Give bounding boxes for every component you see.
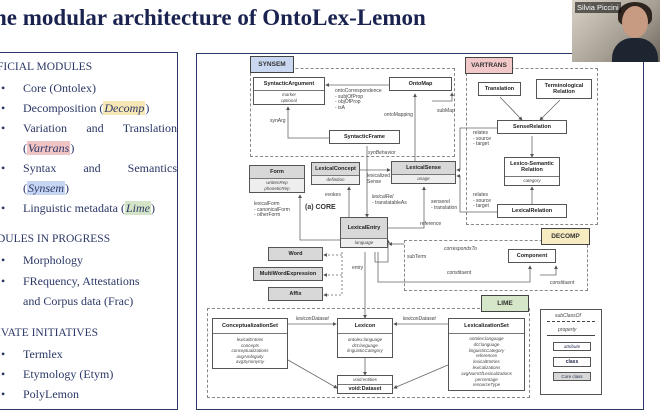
class-terminological-relation: Terminological Relation <box>536 79 592 99</box>
class-affix: Affix <box>268 287 323 301</box>
lime-area <box>207 308 530 398</box>
class-onto-map: OntoMap <box>389 77 452 91</box>
decomp-module-label: DECOMP <box>541 228 590 245</box>
core-module-label: (a) CORE <box>305 204 336 211</box>
edge-label-corresponds-to: correspondsTo <box>444 246 477 252</box>
edge-label-relates-lexical: relates- source- target <box>473 192 492 209</box>
class-component: Component <box>508 249 556 263</box>
class-translation: Translation <box>478 82 521 96</box>
synsem-area <box>250 68 455 157</box>
edge-label-syn-behavior: synBehavior <box>368 150 396 156</box>
edge-label-entry: entry <box>352 265 364 271</box>
edge-label-evokes: evokes <box>325 192 341 198</box>
edge-label-sub-term: subTerm <box>407 254 427 260</box>
participant-name: Silvia Piccini <box>575 2 621 13</box>
decomp-area <box>404 240 588 291</box>
synsem-module-label: SYNSEM <box>250 56 294 73</box>
webcam-video: Silvia Piccini <box>572 0 660 62</box>
edge-label-constituent-self: constituent <box>550 280 575 286</box>
class-word: Word <box>268 247 323 261</box>
class-sense-relation: SenseRelation <box>497 120 567 134</box>
edge-label-sub-map: subMap <box>437 108 455 114</box>
slide-title: he modular architecture of OntoLex-Lemon <box>0 5 426 30</box>
class-syntactic-frame: SyntacticFrame <box>329 130 400 144</box>
edge-label-reference: reference <box>420 221 442 227</box>
vartrans-module-label: VARTRANS <box>465 57 513 74</box>
class-lexical-relation: LexicalRelation <box>497 204 567 218</box>
diagram-panel <box>196 53 644 410</box>
class-multi-word-expression: MultiWordExpression <box>253 267 323 281</box>
official-modules-heading: FICIAL MODULES <box>0 61 93 73</box>
edge-label-constituent: constituent <box>447 270 472 276</box>
edge-label-lexical-form: lexicalForm- canonicalForm- otherForm <box>254 201 290 218</box>
edge-label-lexicon-dataset-right: lexiconDataset <box>403 316 436 322</box>
lime-module-label: LIME <box>481 295 529 312</box>
diagram-legend: subClassOf property attribute class Core… <box>540 309 602 395</box>
edge-label-relates-sense: relates- source- target <box>473 130 492 147</box>
vartrans-area <box>466 68 598 225</box>
edge-label-syn-arg: synArg <box>270 118 286 124</box>
edge-label-onto-mapping: ontoMapping <box>384 112 413 118</box>
edge-label-senserel: senserel- translation <box>431 199 458 211</box>
progress-modules-heading: DULES IN PROGRESS <box>0 233 111 245</box>
modules-list-panel: FICIAL MODULES •Core (Ontolex) •Decompos… <box>0 52 178 410</box>
private-initiatives-heading: IVATE INITIATIVES <box>0 327 99 339</box>
edge-label-lexicon-dataset-left: lexiconDataset <box>296 316 329 322</box>
edge-label-lexical-rel: lexicalRel- translatableAs <box>372 194 407 206</box>
edge-label-onto-correspondence: ontoCorrespondence- subjOfProp- objOfPro… <box>335 88 382 111</box>
